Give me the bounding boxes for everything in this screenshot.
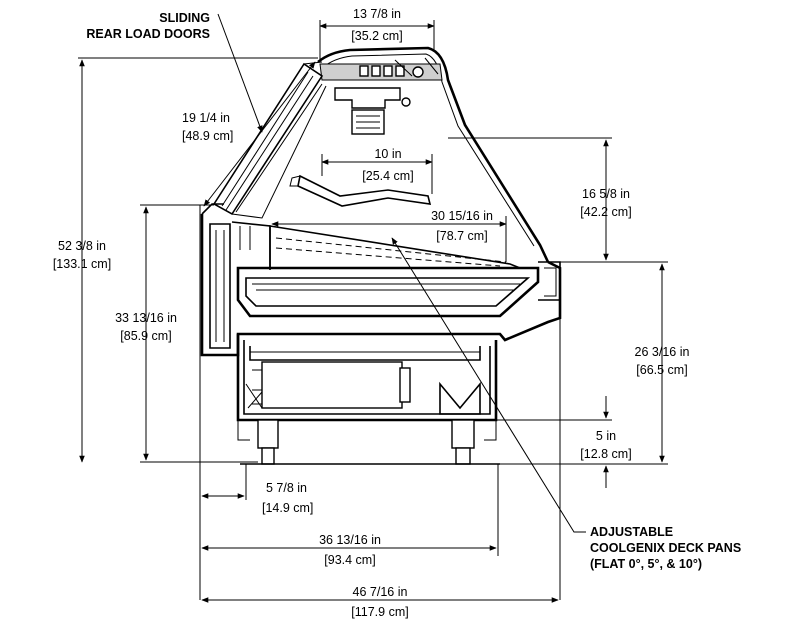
rear-leg — [257, 419, 279, 449]
callout-sliding-doors: SLIDING REAR LOAD DOORS — [86, 11, 210, 41]
dim-rear-height: 33 13/16 in [85.9 cm] — [115, 311, 177, 343]
callout-text: COOLGENIX DECK PANS — [590, 541, 741, 555]
dimension-label: [66.5 cm] — [636, 363, 687, 377]
dimension-label: 33 13/16 in — [115, 311, 177, 325]
dimension-label: [48.9 cm] — [182, 129, 233, 143]
dim-deck-depth: 30 15/16 in [78.7 cm] — [431, 209, 493, 243]
dimension-label: [117.9 cm] — [351, 605, 408, 619]
dimension-label: 19 1/4 in — [182, 111, 230, 125]
dimension-label: 26 3/16 in — [635, 345, 690, 359]
dimension-label: 5 7/8 in — [266, 481, 307, 495]
dim-top-width: 13 7/8 in [35.2 cm] — [351, 7, 402, 43]
callout-text: ADJUSTABLE — [590, 525, 673, 539]
callout-leaders — [217, 13, 586, 533]
dimension-label: 52 3/8 in — [58, 239, 106, 253]
dimension-label: [133.1 cm] — [53, 257, 111, 271]
dim-shelf-depth: 10 in [25.4 cm] — [362, 147, 413, 183]
dimension-label: 16 5/8 in — [582, 187, 630, 201]
dimension-label: [78.7 cm] — [436, 229, 487, 243]
front-glass — [317, 46, 550, 263]
dim-front-height: 26 3/16 in [66.5 cm] — [635, 345, 690, 377]
front-leg — [451, 419, 475, 449]
dimension-label: 10 in — [374, 147, 401, 161]
dim-display-height: 16 5/8 in [42.2 cm] — [580, 187, 631, 219]
dimension-label: [14.9 cm] — [262, 501, 313, 515]
dimension-label: [85.9 cm] — [120, 329, 171, 343]
refrigeration-unit — [261, 361, 403, 409]
dimension-label: 5 in — [596, 429, 616, 443]
base-frame — [236, 334, 498, 422]
dim-leg-height: 5 in [12.8 cm] — [580, 429, 631, 461]
dim-overall-depth: 46 7/16 in [117.9 cm] — [351, 585, 408, 619]
callout-text: (FLAT 0°, 5°, & 10°) — [590, 557, 702, 571]
dim-rear-overhang: 5 7/8 in [14.9 cm] — [262, 481, 313, 515]
dimension-label: 30 15/16 in — [431, 209, 493, 223]
dimension-label: [42.2 cm] — [580, 205, 631, 219]
dimension-label: [35.2 cm] — [351, 29, 402, 43]
dim-base-depth: 36 13/16 in [93.4 cm] — [319, 533, 381, 567]
lower-tub — [236, 266, 540, 318]
dimension-label: 46 7/16 in — [353, 585, 408, 599]
callout-deck-pans: ADJUSTABLE COOLGENIX DECK PANS (FLAT 0°,… — [590, 525, 741, 571]
extension-lines — [78, 20, 668, 600]
callout-text: REAR LOAD DOORS — [86, 27, 210, 41]
dim-door-length: 19 1/4 in [48.9 cm] — [182, 111, 233, 143]
dim-overall-height: 52 3/8 in [133.1 cm] — [53, 239, 111, 271]
dimension-label: [25.4 cm] — [362, 169, 413, 183]
callout-text: SLIDING — [159, 11, 210, 25]
canopy — [319, 63, 443, 81]
dimension-label: [93.4 cm] — [324, 553, 375, 567]
dimension-label: [12.8 cm] — [580, 447, 631, 461]
dimension-label: 13 7/8 in — [353, 7, 401, 21]
dimension-label: 36 13/16 in — [319, 533, 381, 547]
light-fixture — [334, 87, 401, 109]
dimension-lines — [79, 23, 665, 603]
